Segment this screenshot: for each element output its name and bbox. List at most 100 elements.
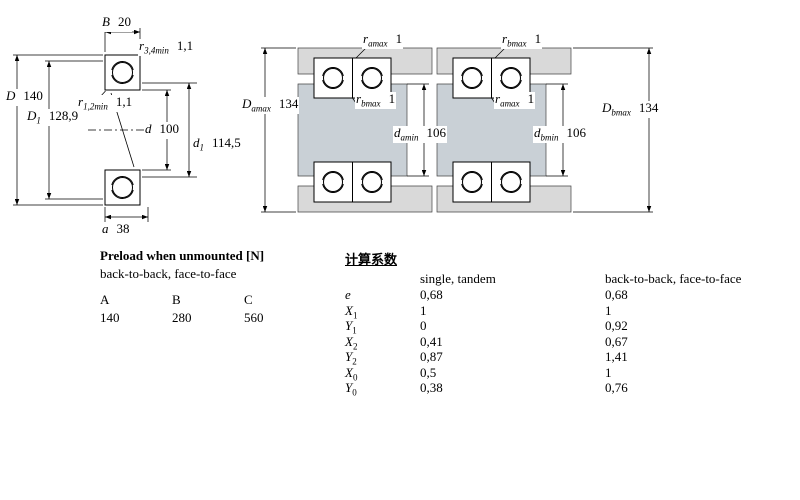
dim-symbol: D xyxy=(27,108,37,123)
dim-label-damin: damin 106 xyxy=(393,126,447,143)
dim-subscript: bmax xyxy=(611,107,631,118)
dim-value: 106 xyxy=(426,125,447,140)
factor-symbol: e xyxy=(345,287,351,302)
bearing-cross-section-drawing xyxy=(13,28,197,222)
dim-value: 106 xyxy=(566,125,587,140)
dim-symbol: r xyxy=(356,91,362,106)
dim-label-d: d 100 xyxy=(144,122,180,139)
factors-row: Y1 0 0,92 xyxy=(345,318,741,336)
factors-row: X1 1 1 xyxy=(345,302,741,321)
factors-row: Y0 0,38 0,76 xyxy=(345,380,741,398)
dim-symbol: a xyxy=(102,221,109,236)
dim-label-d1: d1 114,5 xyxy=(192,136,242,153)
preload-values-row: 140 280 560 xyxy=(100,310,316,326)
factors-col1-header: single, tandem xyxy=(420,271,496,286)
dim-label-a: a 38 xyxy=(101,222,131,239)
dim-value: 100 xyxy=(159,121,180,136)
factor-single-value: 0,41 xyxy=(420,333,443,349)
factor-single-value: 1 xyxy=(420,302,427,318)
dim-label-Damax: Damax 134 xyxy=(241,96,300,114)
dim-symbol: r xyxy=(139,38,145,53)
dim-subscript: bmin xyxy=(540,132,559,143)
factors-col2-header: back-to-back, face-to-face xyxy=(605,271,742,286)
factor-single-value: 0,38 xyxy=(420,380,443,395)
dim-subscript: 3,4min xyxy=(144,45,169,56)
dim-value: 134 xyxy=(278,96,299,111)
dim-symbol: d xyxy=(394,125,401,140)
preload-value: 560 xyxy=(244,310,264,325)
dim-value: 20 xyxy=(117,14,131,29)
dim-label-ramax-a: ramax 1 xyxy=(362,31,404,49)
dim-symbol: D xyxy=(602,100,612,115)
dim-subscript: bmax xyxy=(361,98,381,109)
factor-symbol: X2 xyxy=(345,333,358,352)
dim-symbol: r xyxy=(363,31,369,46)
factor-single-value: 0,87 xyxy=(420,349,443,364)
preload-col-header: A xyxy=(100,292,110,307)
factor-symbol: Y1 xyxy=(345,318,357,336)
ball-top xyxy=(112,62,133,83)
factor-symbol: Y2 xyxy=(345,349,357,367)
factor-symbol: X1 xyxy=(345,302,358,321)
dim-subscript: amax xyxy=(251,103,271,114)
factors-row: X0 0,5 1 xyxy=(345,364,741,383)
dim-subscript: amax xyxy=(368,38,388,49)
dim-subscript: amin xyxy=(400,132,419,143)
dim-value: 1 xyxy=(527,91,535,106)
preload-value: 280 xyxy=(172,310,192,325)
factors-title: 计算系数 xyxy=(345,252,398,267)
arrangement-a-drawing xyxy=(261,45,433,213)
factor-paired-value: 1 xyxy=(605,302,612,318)
dim-symbol: r xyxy=(502,31,508,46)
dim-value: 38 xyxy=(116,221,130,236)
preload-title: Preload when unmounted [N] xyxy=(100,248,265,263)
bearing-pair-top xyxy=(452,57,531,99)
dim-label-rbmax-b: rbmax 1 xyxy=(501,31,543,49)
factors-row: e 0,68 0,68 xyxy=(345,287,741,303)
factor-single-value: 0,68 xyxy=(420,287,443,302)
dim-symbol: D xyxy=(242,96,252,111)
factor-symbol: Y0 xyxy=(345,380,357,398)
factor-paired-value: 1 xyxy=(605,364,612,380)
ball-bottom xyxy=(112,177,133,198)
bearing-pair-bottom xyxy=(313,161,392,203)
dim-symbol: r xyxy=(78,94,84,109)
factor-single-value: 0 xyxy=(420,318,427,333)
dim-value: 1,1 xyxy=(176,38,194,53)
preload-table: Preload when unmounted [N] back-to-back,… xyxy=(100,248,316,326)
technical-drawings xyxy=(13,28,653,222)
dim-symbol: d xyxy=(193,135,200,150)
factor-paired-value: 0,68 xyxy=(605,287,628,302)
dim-subscript: 1 xyxy=(36,115,41,126)
preload-col-header: B xyxy=(172,292,181,307)
dim-value: 1 xyxy=(534,31,542,46)
dim-value: 1 xyxy=(395,31,403,46)
dim-value: 114,5 xyxy=(212,135,241,150)
preload-value: 140 xyxy=(100,310,120,325)
dim-symbol: r xyxy=(495,91,501,106)
dim-subscript: 1 xyxy=(199,142,205,153)
dim-value: 140 xyxy=(23,88,43,103)
bearing-pair-bottom xyxy=(452,161,531,203)
calculation-factors-table: 计算系数 single, tandem back-to-back, face-to… xyxy=(345,252,741,398)
dim-label-r12: r1,2min 1,1 xyxy=(77,94,134,112)
dim-subscript: amax xyxy=(500,98,520,109)
factor-paired-value: 0,76 xyxy=(605,380,628,395)
dim-value: 1,1 xyxy=(115,94,133,109)
factors-header-row: single, tandem back-to-back, face-to-face xyxy=(345,271,741,287)
dim-subscript: bmax xyxy=(507,38,527,49)
dim-value: 128,9 xyxy=(48,108,79,123)
factor-symbol: X0 xyxy=(345,364,358,383)
factor-single-value: 0,5 xyxy=(420,364,437,380)
dim-subscript: 1,2min xyxy=(83,101,108,112)
dim-symbol: d xyxy=(145,121,152,136)
dim-label-r34: r3,4min 1,1 xyxy=(138,38,195,56)
factor-paired-value: 0,92 xyxy=(605,318,628,333)
dim-symbol: D xyxy=(6,88,16,103)
dim-label-D1: D1 128,9 xyxy=(26,108,80,126)
